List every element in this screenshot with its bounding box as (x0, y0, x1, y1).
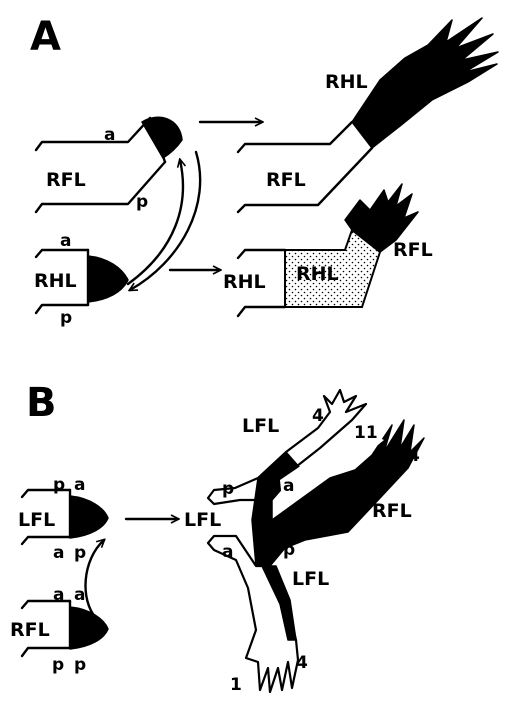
host-bottom-bottom-left-label: p (52, 655, 64, 675)
digit-count-upper: 4 (312, 406, 324, 426)
result-b-p-upper-label: p (222, 479, 234, 499)
graft-top-posterior-label: p (136, 192, 148, 212)
result-b-limb (208, 390, 424, 692)
result-b-a-lower-label: a (222, 542, 233, 562)
graft-bottom-posterior-label: p (60, 308, 72, 328)
result-b-upper-branch-label: LFL (242, 415, 279, 437)
panel-b-heading: B (26, 380, 57, 426)
digit-count-right-a: 11 (354, 423, 378, 443)
result-b-stump-label: LFL (184, 509, 221, 531)
result-b-p-mid-label: p (283, 540, 295, 560)
digit-count-lower-left: 1 (230, 675, 242, 695)
exchange-arrow-up (128, 160, 183, 284)
graft-top-anterior-label: a (104, 125, 115, 145)
digit-count-right-b: 4 (408, 446, 420, 466)
host-bottom-top-right-label: a (74, 585, 85, 605)
result-bottom-middle-label: RHL (296, 263, 339, 285)
host-top-top-left-label: p (53, 475, 65, 495)
host-top-top-right-label: a (74, 475, 85, 495)
result-b-a-mid-label: a (283, 476, 294, 496)
result-b-right-branch-label: RFL (372, 500, 412, 522)
host-top-bottom-left-label: a (53, 543, 64, 563)
host-bottom-limb-label: RFL (10, 619, 50, 641)
result-bottom-stump-label: RHL (223, 271, 266, 293)
digit-count-lower-right: 4 (296, 653, 308, 673)
transfer-arrow-curve (86, 540, 104, 618)
graft-bottom-anterior-label: a (60, 231, 71, 251)
graft-top-limb-label: RFL (46, 169, 86, 191)
host-top-bottom-right-label: p (74, 543, 86, 563)
host-bottom-bottom-right-label: p (74, 655, 86, 675)
result-bottom-outgrowth-label: RFL (393, 239, 433, 261)
host-top-limb-label: LFL (18, 509, 55, 531)
result-b-lower-branch-label: LFL (292, 568, 329, 590)
host-bottom-top-left-label: a (53, 585, 64, 605)
panel-a-heading: A (30, 14, 61, 60)
result-top-stump-label: RFL (266, 169, 306, 191)
graft-bottom-limb-label: RHL (34, 270, 77, 292)
result-top-outgrowth-label: RHL (325, 71, 368, 93)
